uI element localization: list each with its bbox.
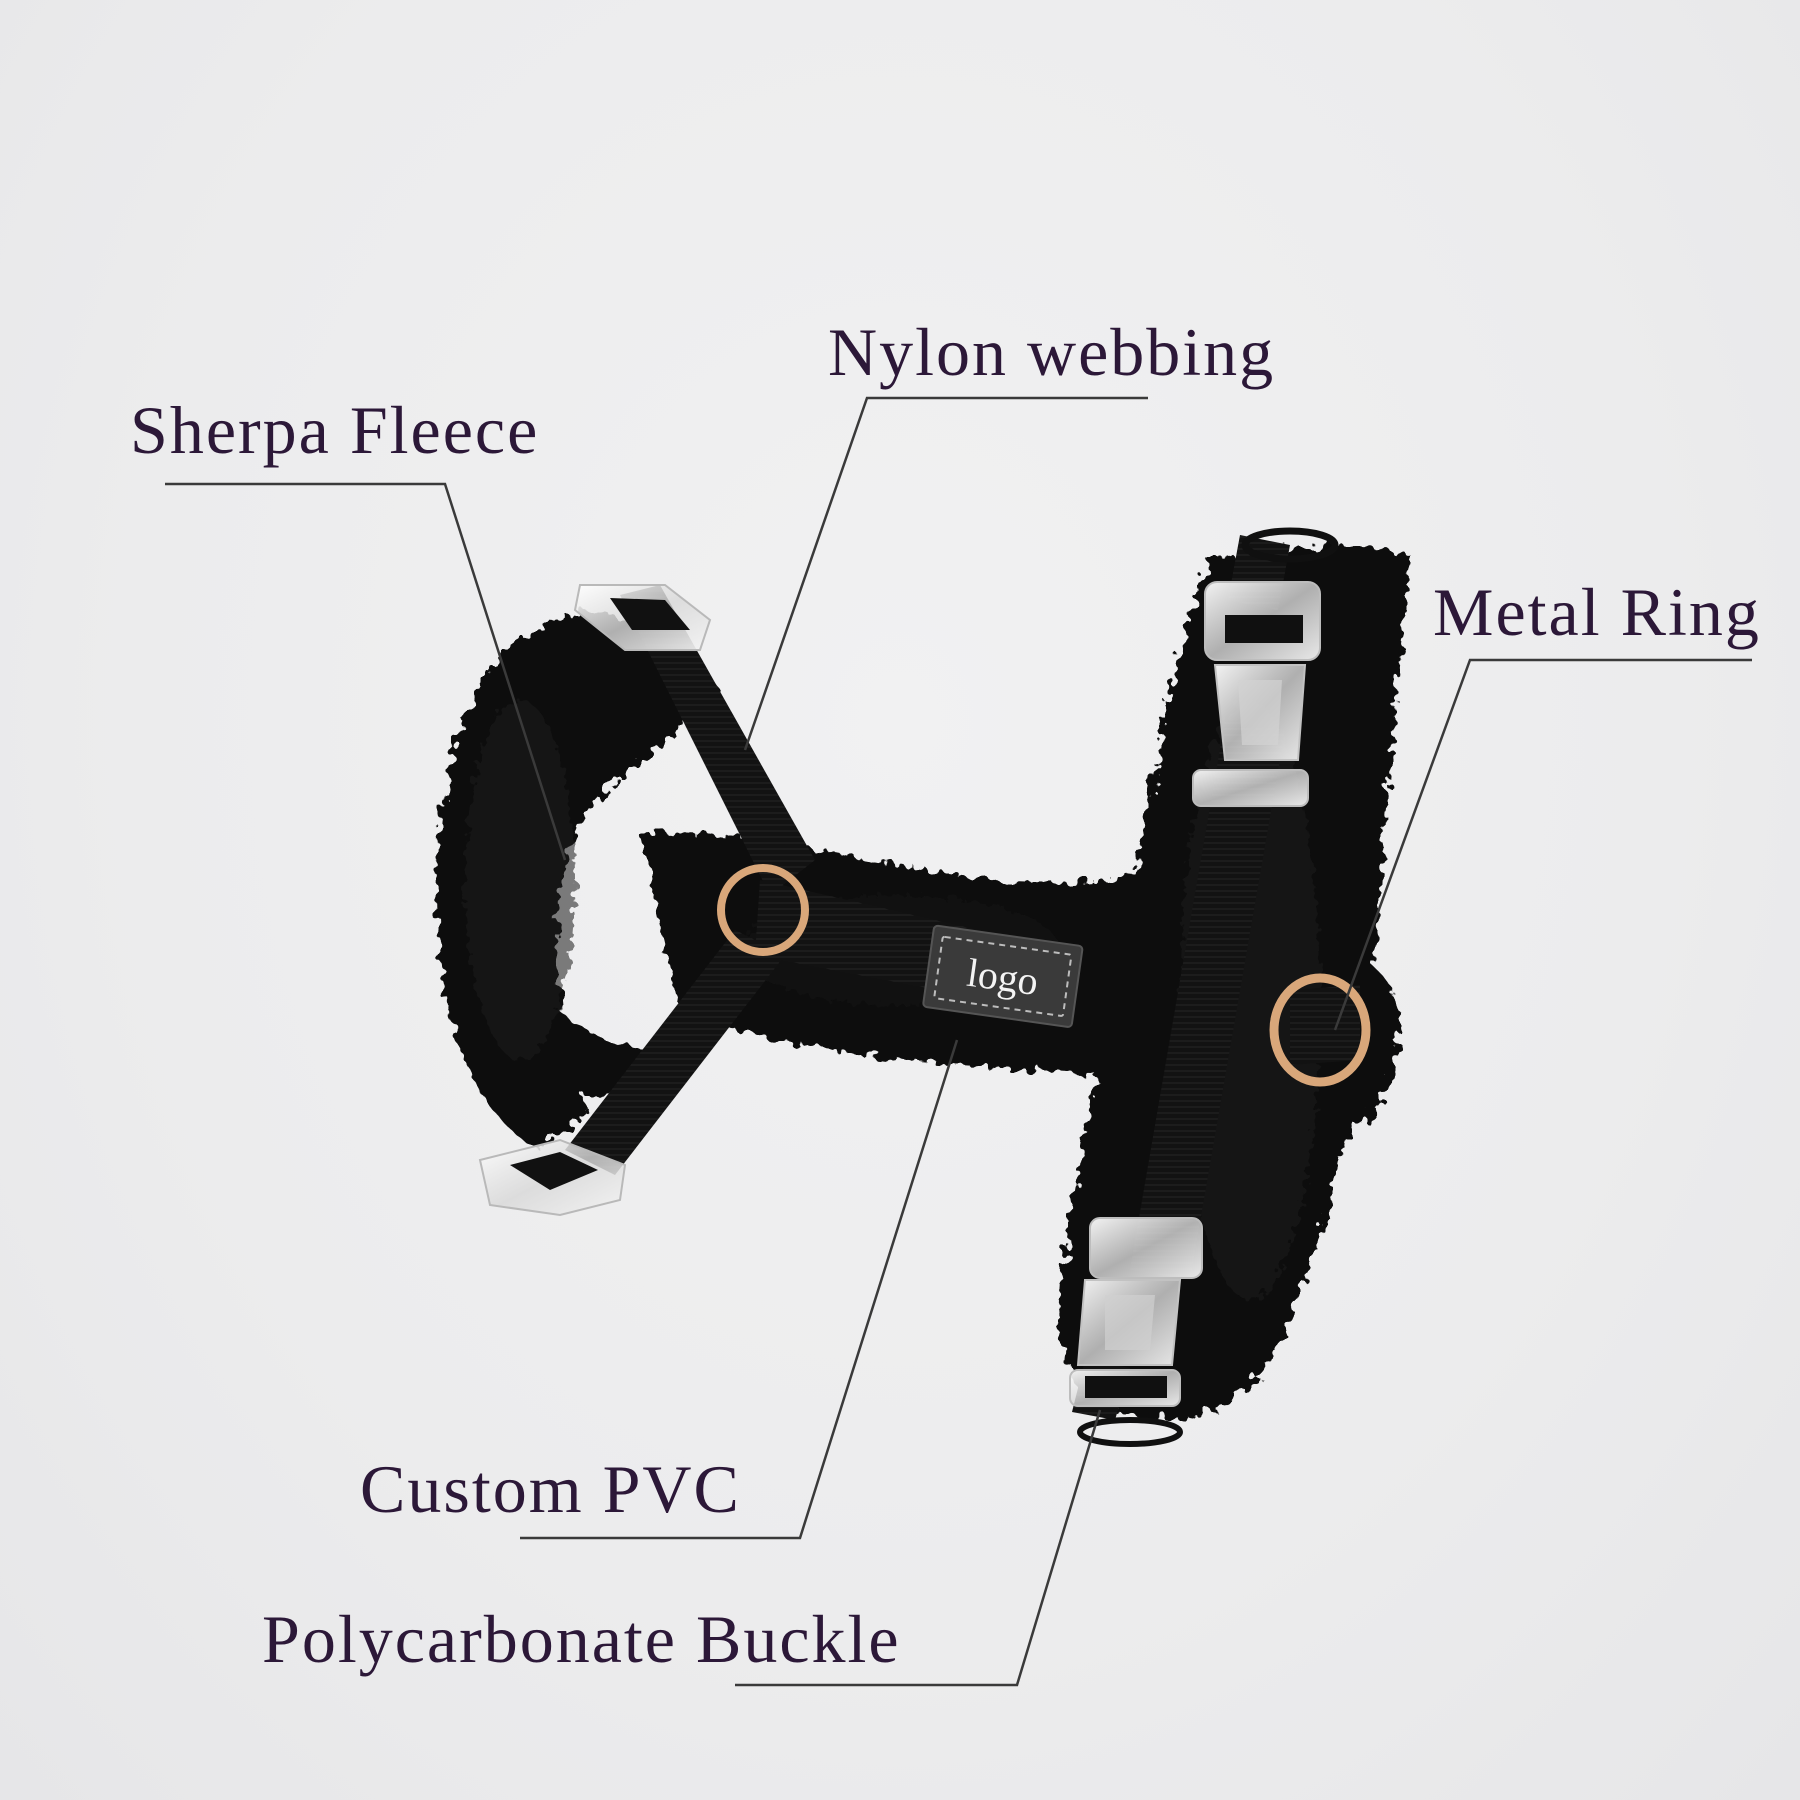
left-top-slider xyxy=(573,584,712,651)
label-polycarbonate-buckle: Polycarbonate Buckle xyxy=(262,1601,901,1677)
polycarbonate-buckle-bottom xyxy=(1069,1217,1203,1447)
leader-nylon xyxy=(743,396,1148,751)
leader-lines xyxy=(165,396,1752,1687)
label-nylon-webbing: Nylon webbing xyxy=(828,314,1276,390)
label-metal-ring: Metal Ring xyxy=(1433,574,1761,650)
top-loop xyxy=(1241,527,1339,563)
metal-ring-left xyxy=(717,864,809,956)
polycarbonate-buckle-top xyxy=(1192,581,1321,807)
label-sherpa-fleece: Sherpa Fleece xyxy=(130,392,540,468)
metal-ring-right xyxy=(1269,973,1371,1087)
leader-pvc xyxy=(520,1039,959,1540)
leader-buckle xyxy=(735,1409,1102,1687)
custom-pvc-patch: logo xyxy=(922,924,1084,1028)
leader-metal-ring xyxy=(1333,658,1752,1031)
label-custom-pvc: Custom PVC xyxy=(360,1451,741,1527)
leader-sherpa xyxy=(165,482,567,861)
left-bottom-slider xyxy=(478,1138,627,1217)
patch-logo-text: logo xyxy=(964,950,1041,1004)
